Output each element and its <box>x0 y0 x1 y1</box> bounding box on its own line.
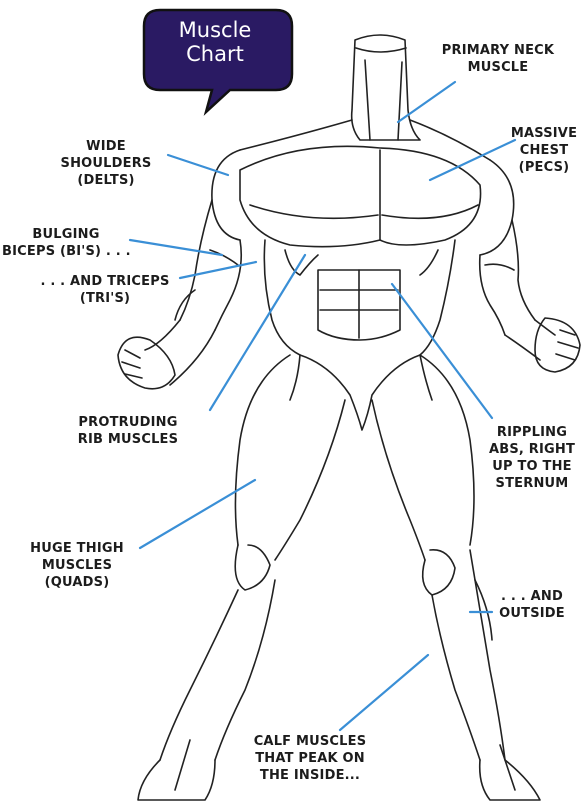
leader-biceps <box>130 240 222 255</box>
label-biceps: BULGING BICEPS (BI'S) . . . <box>2 226 130 260</box>
title-line-2: Chart <box>150 42 280 66</box>
label-chest: MASSIVE CHEST (PECS) <box>505 125 583 176</box>
left-forearm <box>145 320 215 385</box>
label-line: RIB MUSCLES <box>62 431 194 448</box>
label-line: WIDE <box>48 138 164 155</box>
left-thigh <box>235 355 345 560</box>
label-shoulders: WIDE SHOULDERS (DELTS) <box>48 138 164 189</box>
label-line: (DELTS) <box>48 172 164 189</box>
label-line: CALF MUSCLES <box>240 733 380 750</box>
label-line: BULGING <box>2 226 130 243</box>
leader-abs <box>392 284 492 418</box>
label-outside: . . . AND OUTSIDE <box>492 588 572 622</box>
right-knee <box>423 550 455 595</box>
label-line: SHOULDERS <box>48 155 164 172</box>
label-triceps: . . . AND TRICEPS (TRI'S) <box>32 273 178 307</box>
label-line: (PECS) <box>505 159 583 176</box>
left-foot <box>138 760 215 800</box>
leader-calf <box>340 655 428 730</box>
label-line: THE INSIDE... <box>240 767 380 784</box>
label-line: BICEPS (BI'S) . . . <box>2 243 130 260</box>
label-line: MUSCLE <box>438 59 558 76</box>
label-line: PROTRUDING <box>62 414 194 431</box>
right-thigh <box>372 355 474 560</box>
label-line: CHEST <box>505 142 583 159</box>
label-line: . . . AND <box>492 588 572 605</box>
label-neck: PRIMARY NECK MUSCLE <box>438 42 558 76</box>
label-line: ABS, RIGHT <box>482 441 582 458</box>
head-outline <box>352 35 420 140</box>
label-line: RIPPLING <box>482 424 582 441</box>
label-line: THAT PEAK ON <box>240 750 380 767</box>
right-foot <box>480 760 540 800</box>
label-line: HUGE THIGH <box>18 540 136 557</box>
label-line: MASSIVE <box>505 125 583 142</box>
left-shoulder <box>212 150 240 240</box>
label-line: (QUADS) <box>18 574 136 591</box>
label-abs: RIPPLING ABS, RIGHT UP TO THE STERNUM <box>482 424 582 492</box>
label-line: OUTSIDE <box>492 605 572 622</box>
label-line: PRIMARY NECK <box>438 42 558 59</box>
label-line: MUSCLES <box>18 557 136 574</box>
label-calf: CALF MUSCLES THAT PEAK ON THE INSIDE... <box>240 733 380 784</box>
left-upper-arm <box>180 200 241 330</box>
label-ribs: PROTRUDING RIB MUSCLES <box>62 414 194 448</box>
title-bubble-text: Muscle Chart <box>150 18 280 66</box>
label-line: STERNUM <box>482 475 582 492</box>
right-forearm <box>505 320 555 360</box>
label-line: UP TO THE <box>482 458 582 475</box>
left-knee <box>235 545 270 590</box>
label-line: (TRI'S) <box>32 290 178 307</box>
pelvis <box>300 355 420 430</box>
leader-lines <box>130 82 515 730</box>
right-shin <box>432 550 505 760</box>
leader-triceps <box>180 262 256 278</box>
title-line-1: Muscle <box>150 18 280 42</box>
label-line: . . . AND TRICEPS <box>32 273 178 290</box>
label-thigh: HUGE THIGH MUSCLES (QUADS) <box>18 540 136 591</box>
right-upper-arm <box>480 220 535 335</box>
chest-outline <box>240 146 481 246</box>
leader-ribs <box>210 255 305 410</box>
